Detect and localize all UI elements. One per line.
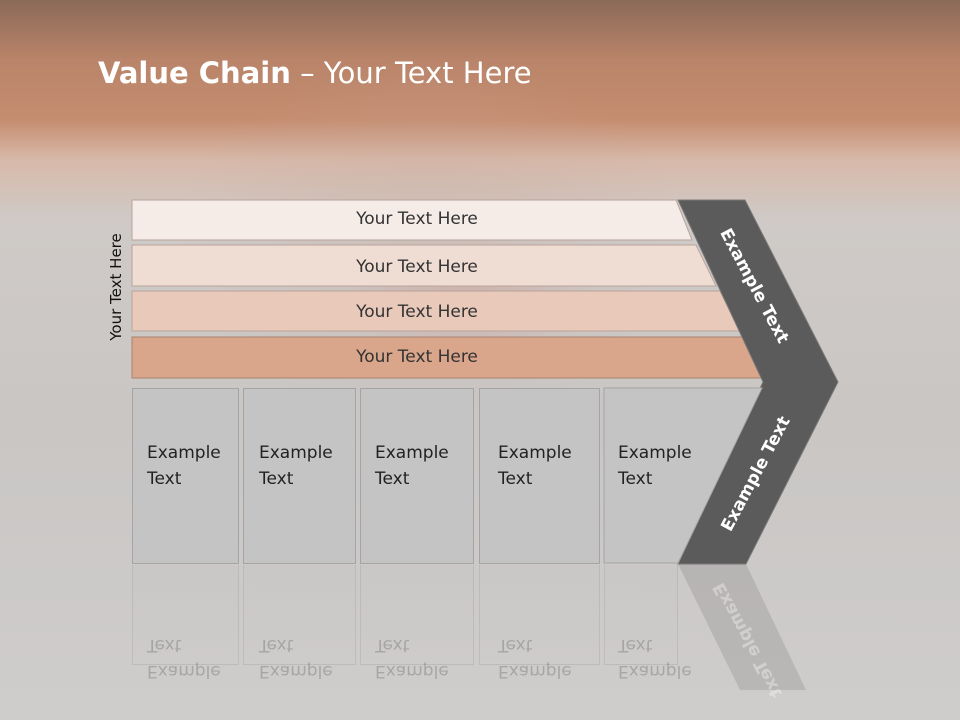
box-1-reflection bbox=[132, 565, 239, 665]
row-3-text: Your Text Here bbox=[356, 302, 478, 322]
chevron-arrow bbox=[677, 199, 839, 565]
box-4-reflection bbox=[479, 565, 600, 665]
box-5-notch bbox=[603, 387, 763, 564]
box-1 bbox=[132, 388, 239, 564]
chevron-reflection bbox=[678, 564, 806, 690]
box-2-reflection bbox=[243, 565, 356, 665]
box-4 bbox=[479, 388, 600, 564]
box-3-reflection bbox=[360, 565, 474, 665]
slide-title: Value Chain – Your Text Here bbox=[98, 56, 532, 90]
box-3 bbox=[360, 388, 474, 564]
row-2-text: Your Text Here bbox=[356, 257, 478, 277]
box-2 bbox=[243, 388, 356, 564]
row-2-band bbox=[131, 244, 717, 287]
row-1-text: Your Text Here bbox=[356, 209, 478, 229]
row-1-band bbox=[131, 199, 693, 241]
row-4-text: Your Text Here bbox=[356, 347, 478, 367]
box-5-reflection bbox=[604, 565, 678, 665]
